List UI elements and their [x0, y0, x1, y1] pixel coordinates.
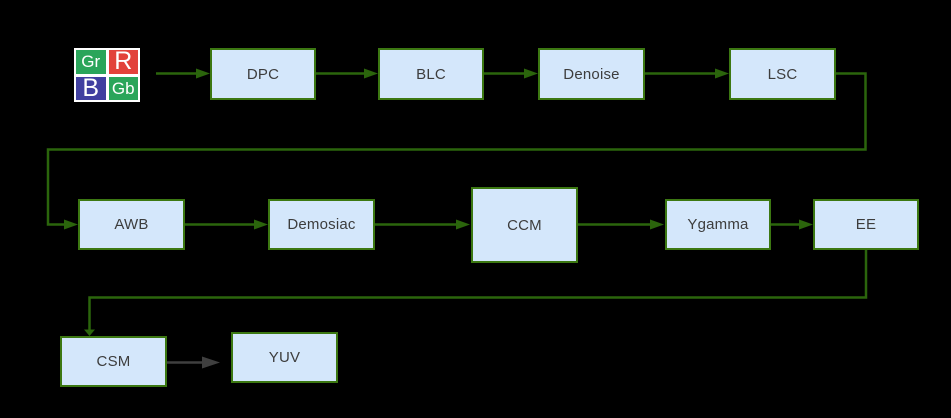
node-ygamma: Ygamma	[665, 199, 771, 250]
node-dpc: DPC	[210, 48, 316, 100]
node-demosiac: Demosiac	[268, 199, 375, 250]
node-csm-label: CSM	[96, 353, 131, 370]
edge-ygamma-ee	[771, 219, 813, 230]
bayer-cell-gr: Gr	[76, 50, 106, 74]
node-awb-label: AWB	[114, 216, 149, 233]
node-blc: BLC	[378, 48, 484, 100]
bayer-cell-r: R	[108, 50, 138, 74]
node-dpc-label: DPC	[246, 65, 280, 83]
bayer-cell-gr-label: Gr	[81, 52, 101, 72]
edge-dpc-blc	[316, 68, 378, 79]
node-demosiac-label: Demosiac	[287, 216, 356, 233]
edge-awb-demosiac	[185, 219, 268, 230]
node-ee: EE	[813, 199, 919, 250]
node-blc-label: BLC	[416, 65, 446, 83]
node-lsc-label: LSC	[767, 65, 798, 83]
edge-ccm-ygamma	[578, 219, 664, 230]
edge-csm-yuv	[167, 356, 220, 369]
node-yuv: YUV	[231, 332, 338, 383]
edge-blc-denoise	[484, 68, 538, 79]
node-ee-label: EE	[855, 216, 877, 233]
bayer-cell-b: B	[76, 76, 106, 101]
node-denoise-label: Denoise	[563, 65, 620, 83]
node-ccm: CCM	[471, 187, 578, 263]
bayer-cell-gb: Gb	[108, 76, 138, 100]
node-awb: AWB	[78, 199, 185, 250]
node-denoise: Denoise	[538, 48, 645, 100]
edge-demosiac-ccm	[375, 219, 470, 230]
bayer-pattern-icon: Gr R B Gb	[74, 48, 140, 102]
node-csm: CSM	[60, 336, 167, 387]
bayer-cell-gb-label: Gb	[111, 78, 135, 98]
node-lsc: LSC	[729, 48, 836, 100]
node-yuv-label: YUV	[268, 349, 301, 366]
bayer-cell-b-label: B	[82, 76, 100, 101]
edge-denoise-lsc	[645, 68, 729, 79]
node-ygamma-label: Ygamma	[687, 216, 749, 233]
bayer-cell-r-label: R	[114, 50, 133, 74]
node-ccm-label: CCM	[507, 216, 542, 234]
edge-bayer-dpc	[156, 68, 210, 79]
